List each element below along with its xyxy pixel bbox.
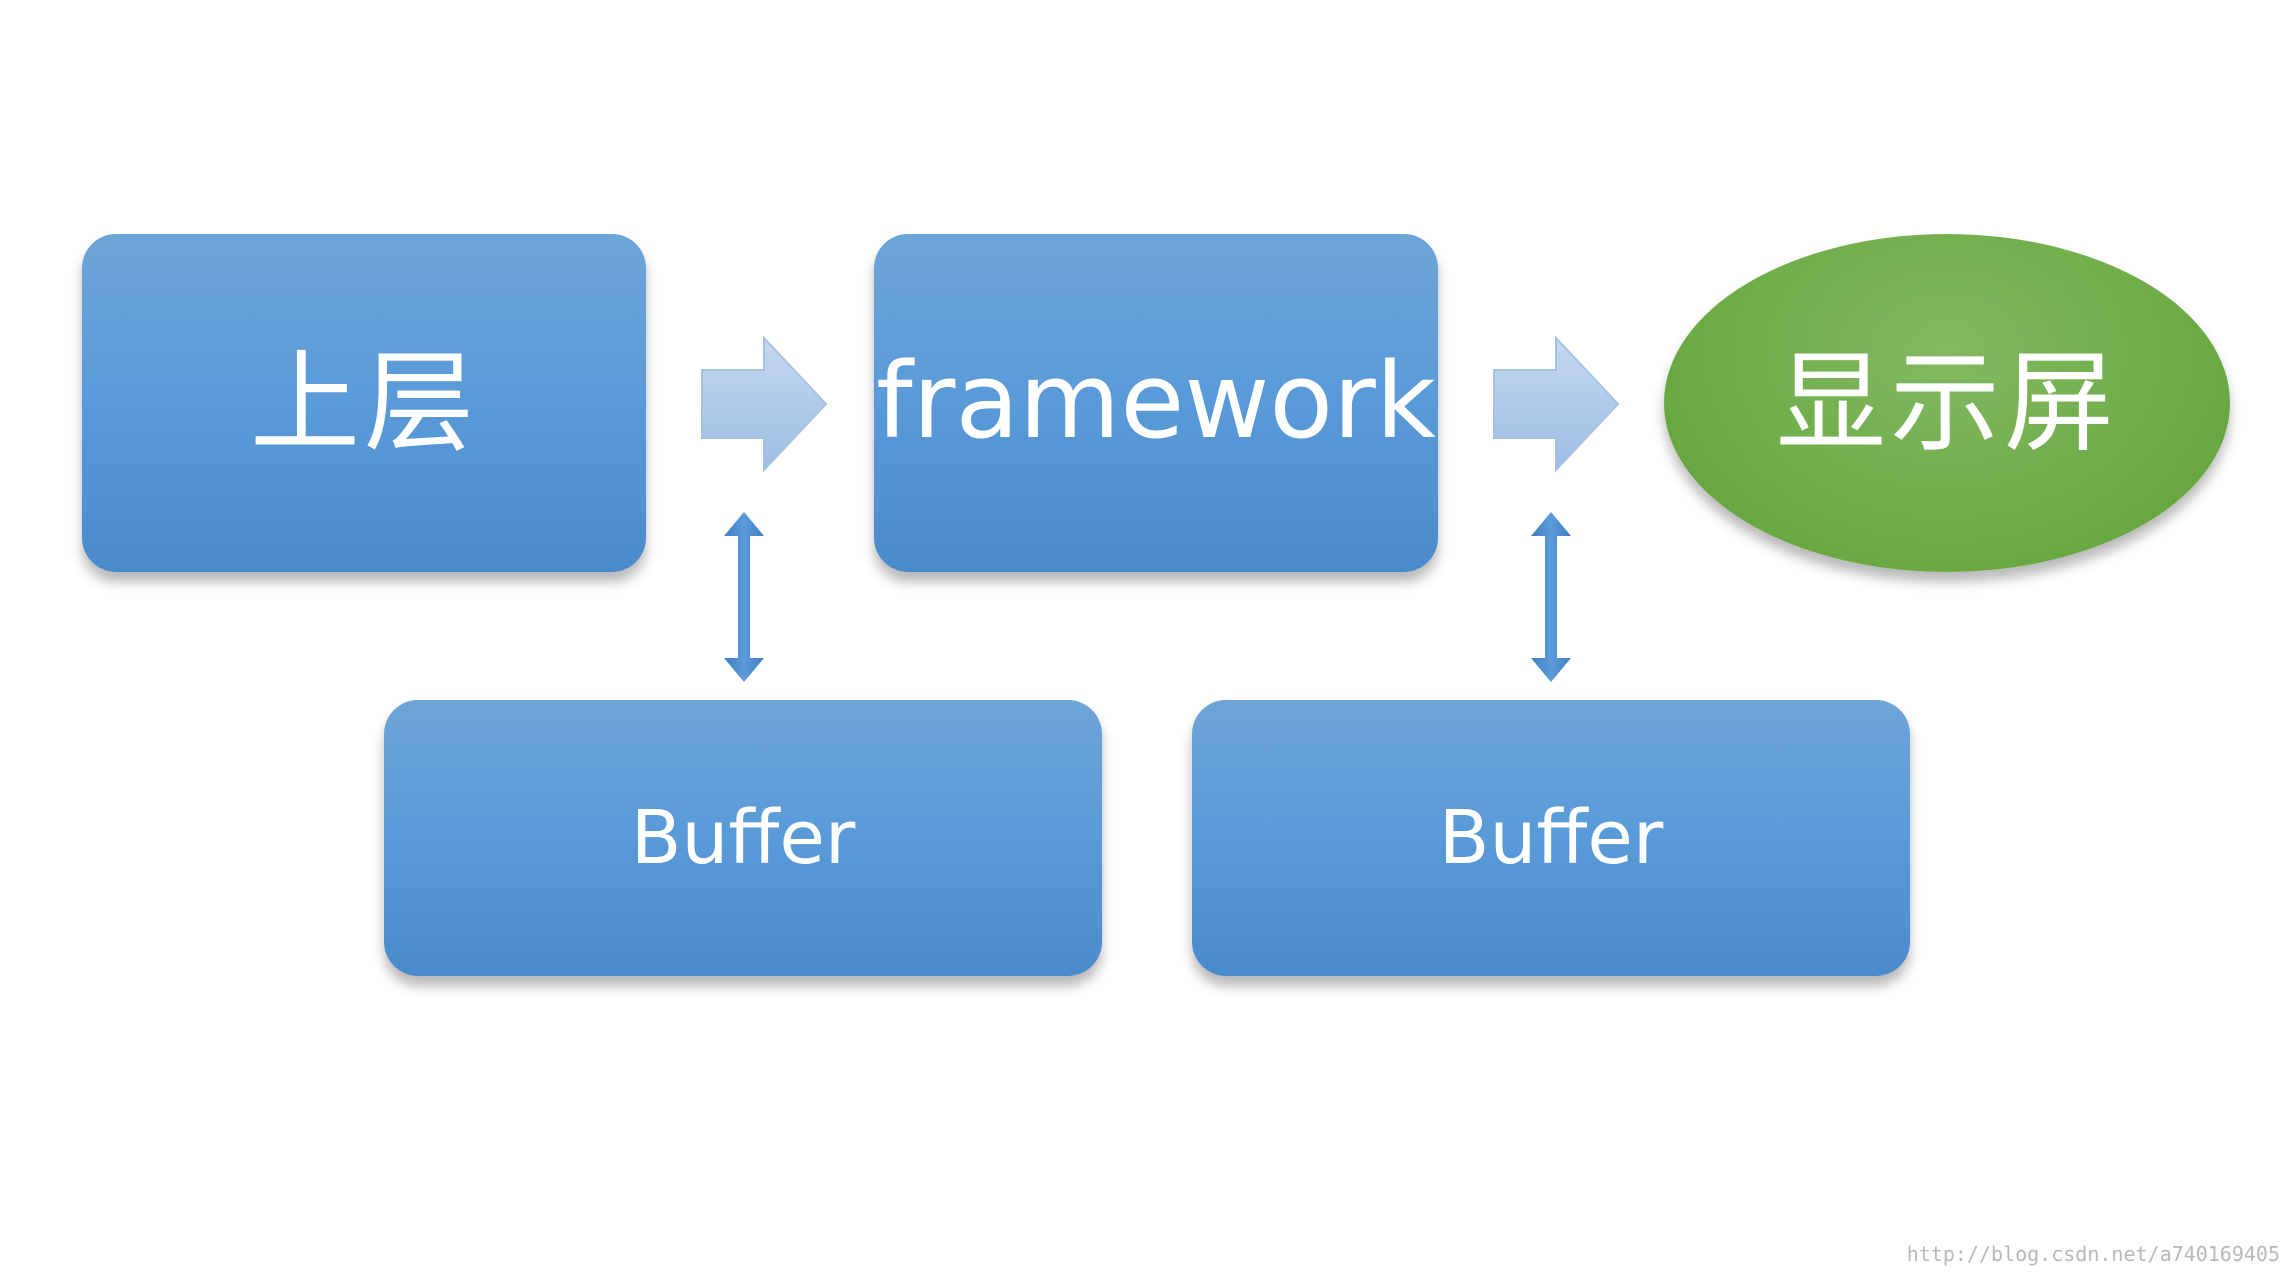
node-display: 显示屏	[1664, 234, 2230, 572]
double-arrow-vertical-icon	[724, 512, 764, 682]
node-buffer-right: Buffer	[1192, 700, 1910, 976]
node-buffer-left-label: Buffer	[630, 795, 856, 881]
double-arrow-vertical-icon	[1531, 512, 1571, 682]
node-framework-label: framework	[875, 340, 1437, 462]
node-buffer-left: Buffer	[384, 700, 1102, 976]
node-upper: 上层	[82, 234, 646, 572]
arrow-right-icon	[701, 335, 828, 473]
node-framework: framework	[874, 234, 1438, 572]
node-buffer-right-label: Buffer	[1438, 795, 1664, 881]
node-display-label: 显示屏	[1776, 339, 2118, 467]
arrow-right-icon	[1493, 335, 1620, 473]
node-upper-label: 上层	[250, 339, 478, 467]
watermark: http://blog.csdn.net/a740169405	[1906, 1242, 2280, 1266]
